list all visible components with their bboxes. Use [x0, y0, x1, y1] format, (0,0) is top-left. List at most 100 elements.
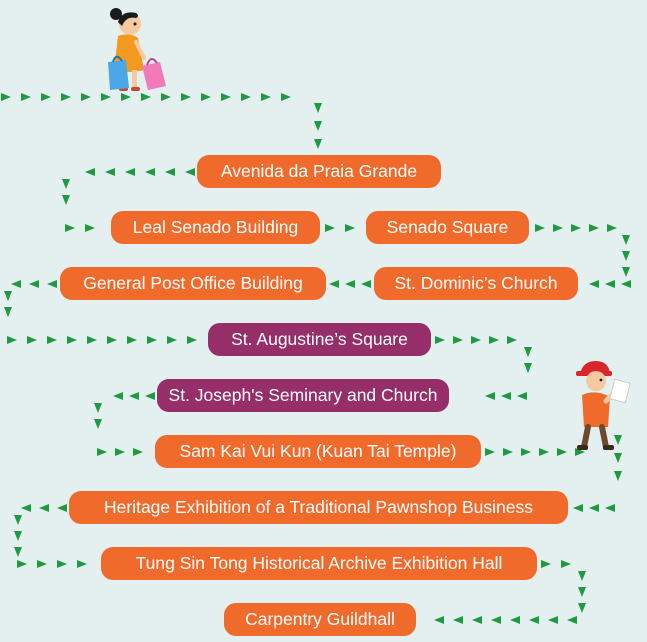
route-arrow — [47, 280, 57, 288]
route-arrow — [345, 280, 355, 288]
route-arrow — [501, 392, 511, 400]
route-arrow — [622, 251, 630, 261]
route-arrow — [57, 504, 67, 512]
route-arrow — [622, 235, 630, 245]
route-arrow — [11, 280, 21, 288]
route-arrow — [141, 93, 151, 101]
route-arrow — [517, 392, 527, 400]
route-arrow — [81, 93, 91, 101]
route-arrow — [614, 471, 622, 481]
route-arrow — [181, 93, 191, 101]
route-arrow — [521, 448, 531, 456]
route-arrow — [21, 93, 31, 101]
route-arrow — [77, 560, 87, 568]
route-arrow — [435, 336, 445, 344]
route-arrow — [127, 336, 137, 344]
route-arrow — [27, 336, 37, 344]
route-arrow — [241, 93, 251, 101]
route-arrow — [557, 448, 567, 456]
route-arrow — [62, 195, 70, 205]
route-arrow — [147, 336, 157, 344]
route-arrow — [161, 93, 171, 101]
route-arrow — [14, 547, 22, 557]
stop-avenida-da-praia-grande[interactable]: Avenida da Praia Grande — [197, 155, 441, 188]
route-arrow — [491, 616, 501, 624]
route-arrow — [345, 224, 355, 232]
route-arrow — [37, 560, 47, 568]
route-arrow — [65, 224, 75, 232]
route-arrow — [14, 531, 22, 541]
route-arrow — [589, 224, 599, 232]
route-arrow — [453, 336, 463, 344]
route-arrow — [614, 453, 622, 463]
route-arrow — [201, 93, 211, 101]
route-arrow — [185, 168, 195, 176]
route-arrow — [589, 504, 599, 512]
route-arrow — [607, 224, 617, 232]
route-arrow — [145, 168, 155, 176]
route-arrow — [4, 291, 12, 301]
route-arrow — [57, 560, 67, 568]
stop-pawnshop-heritage-exhibition[interactable]: Heritage Exhibition of a Traditional Paw… — [69, 491, 568, 524]
route-arrow — [113, 392, 123, 400]
route-arrow — [485, 448, 495, 456]
route-arrow — [87, 336, 97, 344]
route-arrow — [105, 168, 115, 176]
shopper-woman-icon — [96, 4, 176, 96]
route-arrow — [622, 267, 630, 277]
route-arrow — [578, 571, 586, 581]
route-arrow — [471, 336, 481, 344]
route-arrow — [7, 336, 17, 344]
route-arrow — [97, 448, 107, 456]
route-arrow — [575, 448, 585, 456]
route-arrow — [472, 616, 482, 624]
route-arrow — [325, 224, 335, 232]
route-arrow — [261, 93, 271, 101]
route-arrow — [115, 448, 125, 456]
route-arrow — [605, 504, 615, 512]
route-arrow — [529, 616, 539, 624]
route-arrow — [453, 616, 463, 624]
stop-st-josephs-seminary-and-church[interactable]: St. Joseph's Seminary and Church — [157, 379, 449, 412]
route-arrow — [571, 224, 581, 232]
route-arrow — [524, 347, 532, 357]
route-arrow — [561, 560, 571, 568]
route-arrow — [489, 336, 499, 344]
stop-st-augustines-square[interactable]: St. Augustine’s Square — [208, 323, 431, 356]
route-arrow — [539, 448, 549, 456]
stop-tung-sin-tong-archive-hall[interactable]: Tung Sin Tong Historical Archive Exhibit… — [101, 547, 537, 580]
route-arrow — [221, 93, 231, 101]
route-arrow — [101, 93, 111, 101]
route-arrow — [67, 336, 77, 344]
route-arrow — [167, 336, 177, 344]
route-arrow — [29, 280, 39, 288]
stop-senado-square[interactable]: Senado Square — [366, 211, 529, 244]
route-arrow — [578, 587, 586, 597]
route-arrow — [434, 616, 444, 624]
stop-carpentry-guildhall[interactable]: Carpentry Guildhall — [224, 603, 416, 636]
stop-st-dominics-church[interactable]: St. Dominic’s Church — [374, 267, 578, 300]
route-arrow — [145, 392, 155, 400]
route-arrow — [94, 403, 102, 413]
route-arrow — [107, 336, 117, 344]
stop-sam-kai-vui-kun[interactable]: Sam Kai Vui Kun (Kuan Tai Temple) — [155, 435, 481, 468]
route-arrow — [1, 93, 11, 101]
route-arrow — [541, 560, 551, 568]
route-arrow — [62, 179, 70, 189]
route-arrow — [567, 616, 577, 624]
stop-leal-senado-building[interactable]: Leal Senado Building — [111, 211, 320, 244]
route-arrow — [4, 307, 12, 317]
route-arrow — [535, 224, 545, 232]
route-arrow — [129, 392, 139, 400]
route-arrow — [85, 168, 95, 176]
route-arrow — [47, 336, 57, 344]
route-arrow — [41, 93, 51, 101]
route-arrow — [165, 168, 175, 176]
stop-general-post-office-building[interactable]: General Post Office Building — [60, 267, 326, 300]
route-arrow — [121, 93, 131, 101]
route-arrow — [281, 93, 291, 101]
route-arrow — [17, 560, 27, 568]
route-arrow — [548, 616, 558, 624]
route-arrow — [314, 139, 322, 149]
